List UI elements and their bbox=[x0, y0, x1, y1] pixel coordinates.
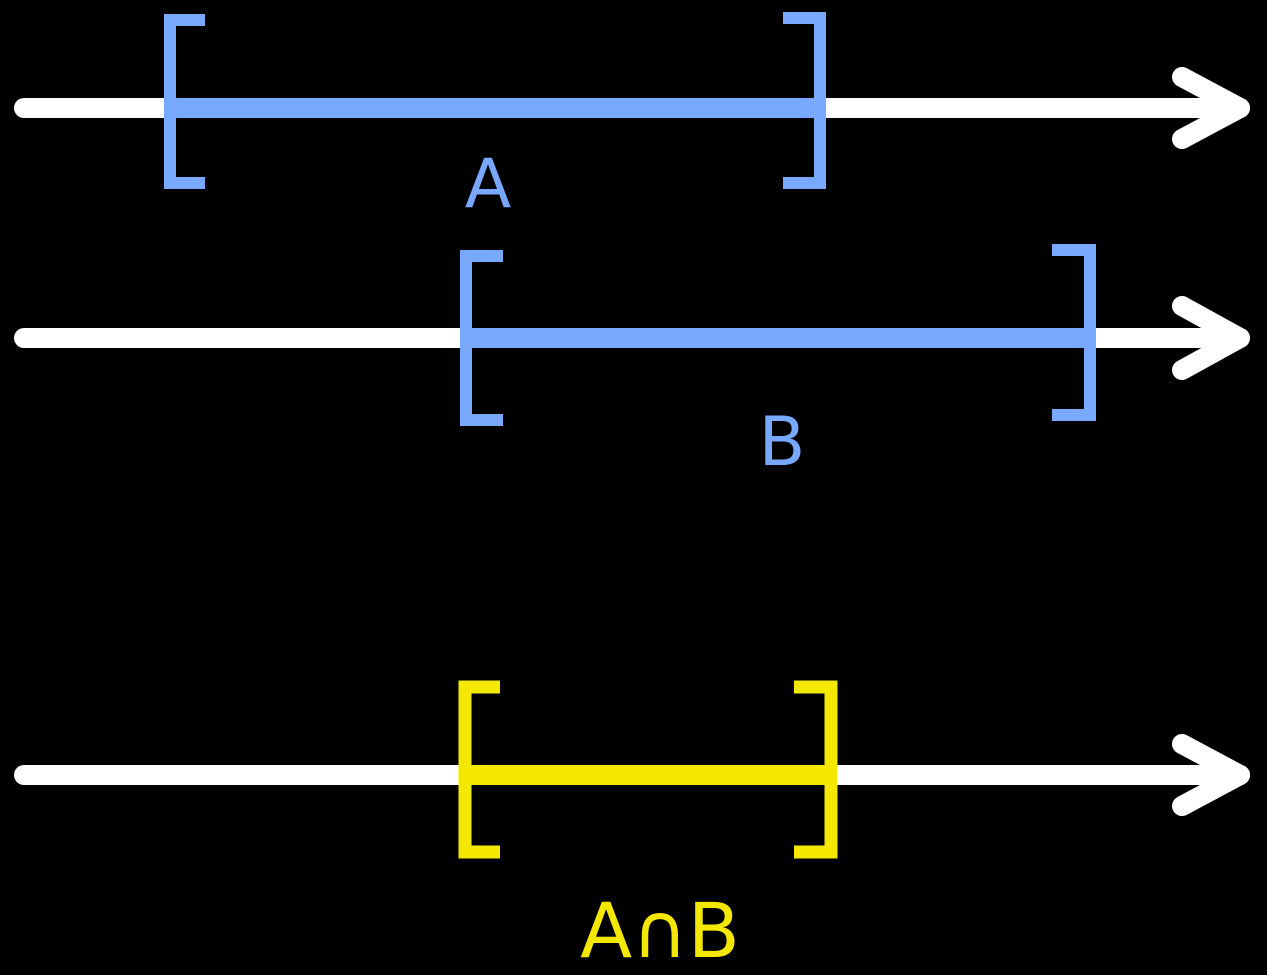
arrow-head-icon bbox=[1172, 296, 1250, 380]
arrow-head-icon bbox=[1172, 734, 1250, 816]
right-bracket bbox=[1052, 244, 1096, 421]
right-bracket bbox=[783, 12, 826, 189]
interval-label: A∩B bbox=[580, 886, 740, 975]
number-line-intersection: A∩B bbox=[14, 680, 1250, 975]
right-bracket bbox=[794, 680, 838, 859]
left-bracket bbox=[460, 250, 503, 426]
left-bracket bbox=[458, 680, 500, 859]
number-line-b: B bbox=[14, 244, 1250, 482]
interval-label: B bbox=[759, 403, 806, 482]
interval-label: A bbox=[465, 145, 512, 224]
left-bracket bbox=[164, 14, 205, 189]
number-line-a: A bbox=[14, 12, 1250, 224]
arrow-head-icon bbox=[1172, 67, 1250, 149]
